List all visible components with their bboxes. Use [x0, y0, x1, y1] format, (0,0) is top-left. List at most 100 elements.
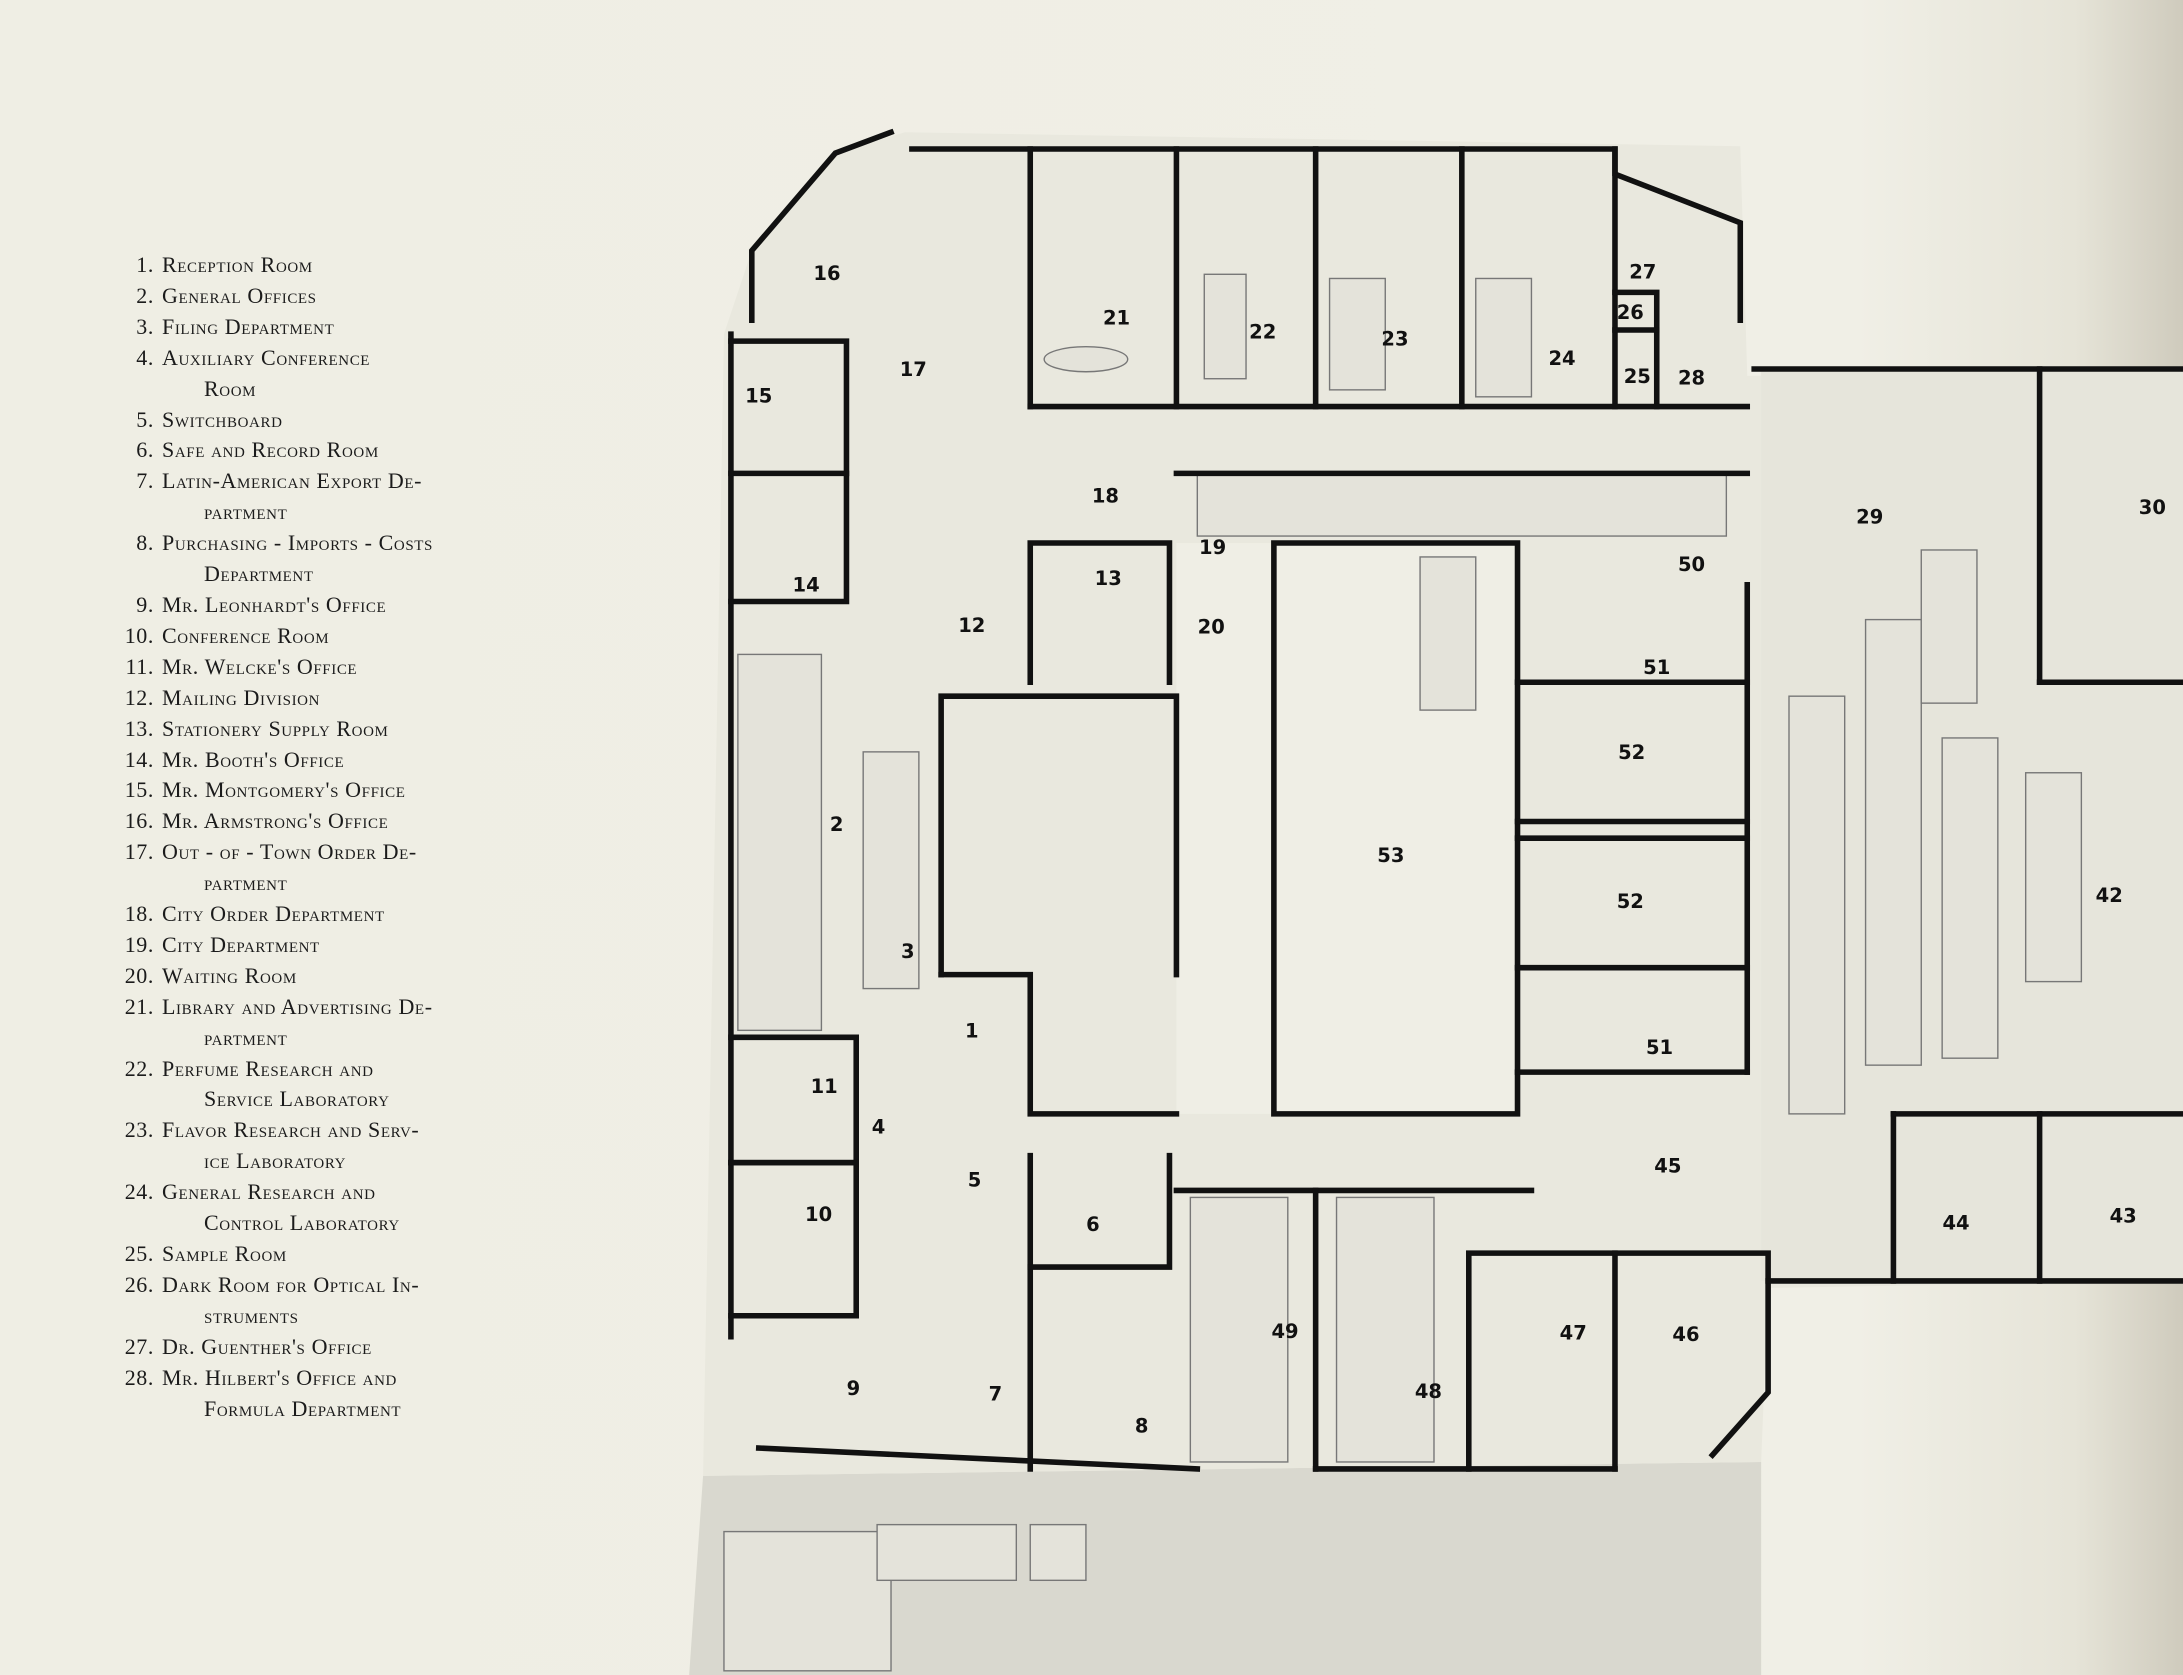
legend-number: 10.	[124, 622, 154, 648]
room-label: 19	[1199, 536, 1226, 559]
room-label: 13	[1095, 567, 1122, 590]
room-label: 17	[900, 358, 927, 381]
room-label: 51	[1646, 1036, 1673, 1059]
legend-number: 28.	[124, 1364, 154, 1390]
legend-number: 24.	[124, 1179, 154, 1205]
legend-entry: 25. Sample Room	[118, 1239, 538, 1270]
legend-text: Auxiliary Conference	[162, 344, 371, 370]
room-label: 27	[1629, 260, 1656, 283]
legend-text: Perfume Research and	[162, 1055, 374, 1081]
legend-number: 13.	[124, 715, 154, 741]
room-label: 22	[1249, 320, 1276, 343]
room-label: 29	[1856, 506, 1883, 529]
legend-number: 4.	[136, 344, 154, 370]
legend-number: 1.	[136, 252, 154, 277]
room-label: 52	[1617, 890, 1644, 913]
legend-entry: 21.Library and Advertising De-partment	[118, 992, 538, 1054]
legend-text: City Order Department	[162, 901, 385, 927]
legend-text: Stationery Supply Room	[162, 715, 389, 741]
room-label: 28	[1678, 366, 1705, 389]
room-label: 51	[1643, 656, 1670, 679]
room-label: 45	[1654, 1154, 1681, 1177]
legend-number: 22.	[124, 1055, 154, 1081]
legend-text-continued: Control Laboratory	[204, 1210, 400, 1236]
room-label: 23	[1381, 327, 1408, 350]
legend-text-continued: struments	[204, 1302, 299, 1328]
legend-entry: 13. Stationery Supply Room	[118, 714, 538, 745]
room-label: 26	[1617, 301, 1644, 324]
legend-number: 8.	[136, 530, 154, 556]
legend-text: Switchboard	[162, 406, 283, 432]
legend-number: 3.	[136, 313, 154, 339]
legend-text: Reception Room	[162, 252, 313, 277]
legend-text: Flavor Research and Serv-	[162, 1117, 420, 1143]
legend-number: 18.	[124, 901, 154, 927]
room-label: 20	[1198, 616, 1225, 639]
legend-number: 15.	[124, 777, 154, 803]
legend-entry: 9.Mr. Leonhardt's Office	[118, 590, 538, 621]
room-label: 10	[805, 1203, 832, 1226]
room-label: 11	[811, 1075, 838, 1098]
legend-text-continued: partment	[204, 499, 288, 525]
legend-text-continued: partment	[204, 870, 288, 896]
room-label: 30	[2139, 496, 2166, 519]
legend-entry: 12.Mailing Division	[118, 683, 538, 714]
legend-entry: 15. Mr. Montgomery's Office	[118, 775, 538, 806]
room-label: 7	[989, 1383, 1003, 1406]
legend-text: Safe and Record Room	[162, 437, 379, 463]
legend-text: City Department	[162, 931, 320, 957]
room-label: 47	[1560, 1321, 1587, 1344]
legend-text: Sample Room	[162, 1241, 287, 1266]
legend-entry: 14.Mr. Booth's Office	[118, 745, 538, 776]
legend-number: 25.	[124, 1241, 154, 1266]
legend-entry: 17.Out - of - Town Order De-partment	[118, 837, 538, 899]
legend-text: Mr. Booth's Office	[162, 746, 345, 772]
room-label: 9	[847, 1377, 861, 1400]
legend-entry: 27. Dr. Guenther's Office	[118, 1332, 538, 1363]
legend-entry: 2.General Offices	[118, 281, 538, 312]
legend-number: 7.	[136, 468, 154, 494]
legend-text: Waiting Room	[162, 962, 297, 988]
legend-text: Out - of - Town Order De-	[162, 839, 417, 865]
room-label: 49	[1271, 1320, 1298, 1343]
room-label: 16	[813, 262, 840, 285]
legend-number: 23.	[124, 1117, 154, 1143]
room-label: 1	[965, 1019, 979, 1042]
legend-entry: 11.Mr. Welcke's Office	[118, 652, 538, 683]
legend-number: 12.	[124, 684, 154, 710]
room-label: 18	[1092, 485, 1119, 508]
room-label: 8	[1135, 1415, 1149, 1438]
legend-text-continued: Room	[204, 375, 257, 401]
legend-entry: 16.Mr. Armstrong's Office	[118, 806, 538, 837]
legend-entry: 18. City Order Department	[118, 899, 538, 930]
legend-text: Mr. Leonhardt's Office	[162, 591, 387, 617]
room-label: 21	[1103, 306, 1130, 329]
legend-text: Dr. Guenther's Office	[162, 1333, 372, 1359]
legend-number: 6.	[136, 437, 154, 463]
legend-entry: 1. Reception Room	[118, 250, 538, 281]
legend-entry: 6. Safe and Record Room	[118, 435, 538, 466]
legend-number: 21.	[124, 993, 154, 1019]
room-label: 5	[968, 1168, 982, 1191]
legend-text: Mr. Armstrong's Office	[162, 808, 389, 834]
legend-entry: 23.Flavor Research and Serv-ice Laborato…	[118, 1115, 538, 1177]
room-label: 3	[901, 940, 915, 963]
legend-number: 26.	[124, 1271, 154, 1297]
legend-text: Dark Room for Optical In-	[162, 1271, 420, 1297]
room-label: 43	[2110, 1204, 2137, 1227]
legend-entry: 19.City Department	[118, 930, 538, 961]
room-label: 44	[1943, 1211, 1970, 1234]
room-label: 6	[1086, 1213, 1100, 1236]
legend-entry: 26. Dark Room for Optical In-struments	[118, 1270, 538, 1332]
legend-text: Mr. Hilbert's Office and	[162, 1364, 397, 1390]
legend-text: Mr. Montgomery's Office	[162, 777, 406, 803]
legend-number: 27.	[124, 1333, 154, 1359]
room-label: 25	[1624, 365, 1651, 388]
legend-entry: 5.Switchboard	[118, 405, 538, 436]
